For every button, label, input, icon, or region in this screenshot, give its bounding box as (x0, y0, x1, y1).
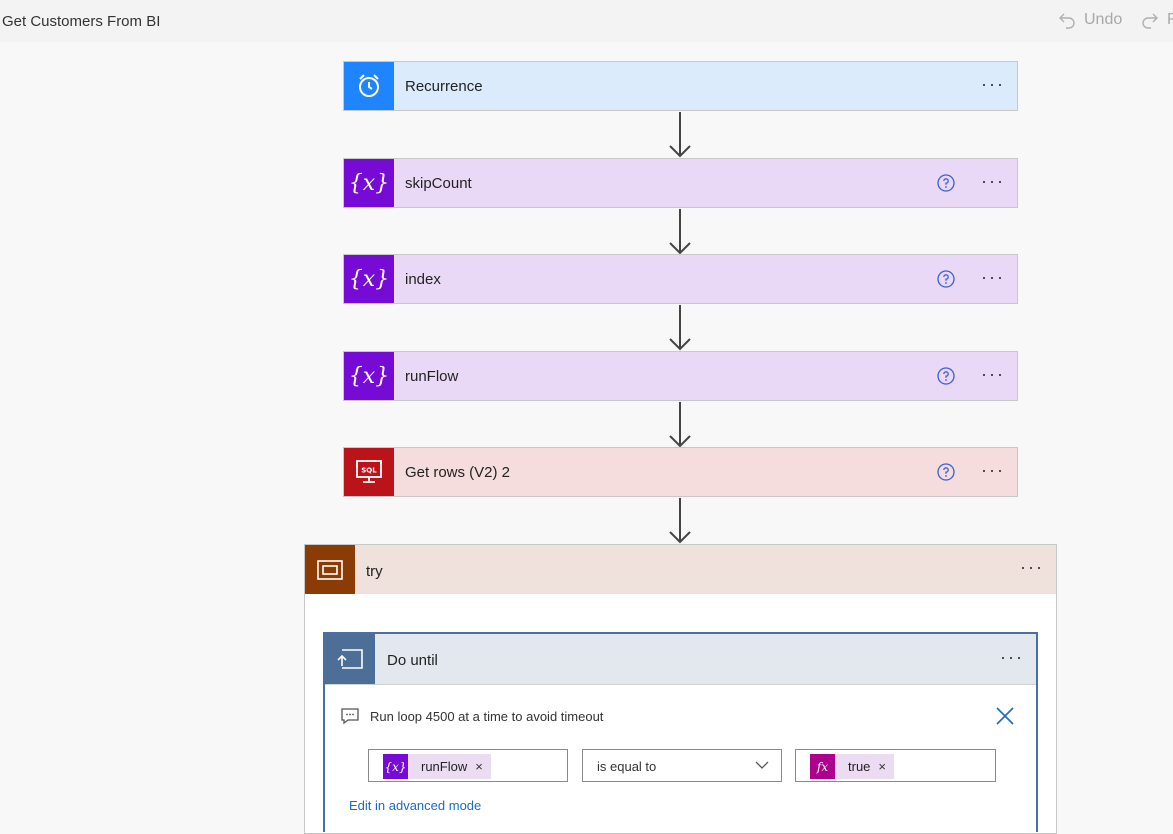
redo-icon (1142, 13, 1158, 29)
connector-arrow (669, 305, 691, 351)
scope-title: try (366, 563, 383, 580)
redo-button[interactable]: R (1141, 11, 1173, 29)
more-options-icon[interactable]: ··· (981, 74, 1005, 94)
condition-operator-select[interactable]: is equal to (582, 749, 782, 782)
comment-icon (341, 708, 359, 725)
step-icon-box: SQL (344, 448, 394, 496)
alarm-clock-icon (359, 74, 379, 97)
help-icon[interactable] (937, 174, 955, 192)
variable-icon: {x} (348, 170, 390, 196)
do-until-header[interactable]: Do until ··· (325, 634, 1036, 685)
do-until-icon-box (325, 634, 375, 684)
connector-arrow (669, 498, 691, 544)
sql-server-icon: SQL (356, 460, 382, 483)
condition-right-input[interactable]: fx true × (795, 749, 996, 782)
edit-advanced-mode-link[interactable]: Edit in advanced mode (349, 798, 482, 813)
do-until-title: Do until (387, 652, 438, 669)
sql-glyph: SQL (361, 467, 377, 475)
step-title: skipCount (405, 175, 472, 192)
step-icon-box: {x} (344, 255, 394, 303)
remove-token-icon[interactable]: × (878, 759, 886, 774)
step-title: Recurrence (405, 78, 483, 95)
undo-icon (1059, 13, 1075, 29)
designer-header: Get Customers From BI Undo R (0, 0, 1173, 42)
undo-button[interactable]: Undo (1058, 11, 1122, 29)
close-icon[interactable] (995, 706, 1015, 726)
loop-icon (337, 649, 363, 669)
variable-icon: {x} (348, 363, 390, 389)
do-until-card[interactable]: Do until ··· Run loop 4500 at a time to … (323, 632, 1038, 832)
flow-title: Get Customers From BI (2, 13, 161, 30)
condition-left-input[interactable]: {x} runFlow × (368, 749, 568, 782)
step-index[interactable]: {x} index ··· (343, 254, 1018, 304)
help-icon[interactable] (937, 367, 955, 385)
redo-label: R (1167, 11, 1173, 28)
scope-icon (317, 559, 343, 580)
step-title: runFlow (405, 368, 459, 385)
connector-arrow (669, 209, 691, 255)
help-icon[interactable] (937, 463, 955, 481)
scope-header[interactable]: try ··· (305, 545, 1056, 594)
step-skipcount[interactable]: {x} skipCount ··· (343, 158, 1018, 208)
operator-value: is equal to (597, 759, 657, 774)
step-icon-box: {x} (344, 159, 394, 207)
step-title: Get rows (V2) 2 (405, 464, 511, 481)
step-comment: Run loop 4500 at a time to avoid timeout (370, 709, 604, 724)
more-options-icon[interactable]: ··· (1020, 557, 1044, 577)
token-label: runFlow (421, 759, 468, 774)
step-icon-box: {x} (344, 352, 394, 400)
connector-arrow (669, 402, 691, 448)
more-options-icon[interactable]: ··· (981, 364, 1005, 384)
connector-arrow (669, 112, 691, 158)
undo-label: Undo (1084, 11, 1123, 28)
more-options-icon[interactable]: ··· (981, 171, 1005, 191)
step-icon-box (344, 62, 394, 110)
variable-icon: {x} (348, 266, 390, 292)
step-runflow[interactable]: {x} runFlow ··· (343, 351, 1018, 401)
dynamic-content-token[interactable]: {x} runFlow × (383, 754, 491, 779)
remove-token-icon[interactable]: × (475, 759, 483, 774)
step-title: index (405, 271, 441, 288)
token-label: true (848, 759, 871, 774)
step-get-rows[interactable]: SQL Get rows (V2) 2 ··· (343, 447, 1018, 497)
function-icon: fx (810, 754, 835, 779)
step-recurrence[interactable]: Recurrence ··· (343, 61, 1018, 111)
scope-icon-box (305, 545, 355, 594)
chevron-down-icon (755, 761, 769, 769)
more-options-icon[interactable]: ··· (981, 460, 1005, 480)
more-options-icon[interactable]: ··· (981, 267, 1005, 287)
expression-token[interactable]: fx true × (810, 754, 894, 779)
help-icon[interactable] (937, 270, 955, 288)
variable-icon: {x} (383, 754, 408, 779)
more-options-icon[interactable]: ··· (1000, 647, 1024, 667)
